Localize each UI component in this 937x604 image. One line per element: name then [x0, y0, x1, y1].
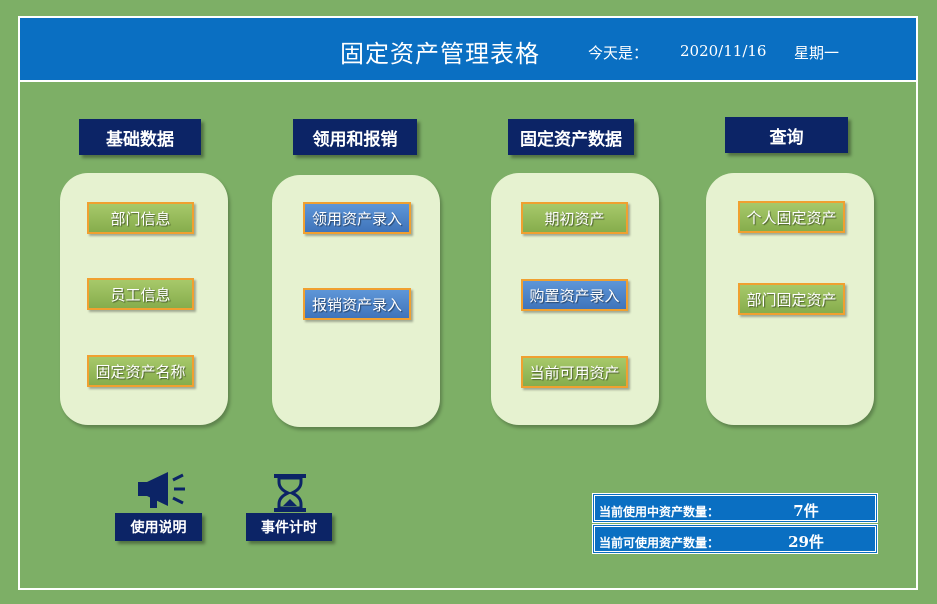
current-date: 2020/11/16	[680, 42, 767, 60]
timer-button[interactable]: 事件计时	[246, 513, 332, 541]
section-title-basic-data: 基础数据	[79, 119, 201, 155]
department-info-button[interactable]: 部门信息	[87, 202, 194, 234]
writeoff-entry-button[interactable]: 报销资产录入	[303, 288, 411, 320]
section-title-requisition: 领用和报销	[293, 119, 417, 155]
megaphone-icon[interactable]	[136, 470, 188, 510]
in-use-count-row: 当前使用中资产数量： 7件	[592, 493, 878, 523]
asset-name-button[interactable]: 固定资产名称	[87, 355, 194, 387]
in-use-count-value: 7件	[793, 502, 819, 520]
available-assets-button[interactable]: 当前可用资产	[521, 356, 628, 388]
header-bar: 固定资产管理表格 今天是： 2020/11/16 星期一	[20, 18, 916, 82]
available-count-label: 当前可使用资产数量：	[599, 536, 720, 550]
asset-stats-panel: 当前使用中资产数量： 7件 当前可使用资产数量： 29件	[592, 493, 878, 554]
department-assets-button[interactable]: 部门固定资产	[738, 283, 845, 315]
manual-button[interactable]: 使用说明	[115, 513, 202, 541]
page-title: 固定资产管理表格	[340, 40, 540, 68]
purchase-entry-button[interactable]: 购置资产录入	[521, 279, 628, 311]
page-frame	[18, 16, 918, 590]
in-use-count-label: 当前使用中资产数量：	[599, 505, 720, 519]
requisition-entry-button[interactable]: 领用资产录入	[303, 202, 411, 234]
current-weekday: 星期一	[794, 44, 840, 62]
available-count-value: 29件	[788, 533, 824, 551]
personal-assets-button[interactable]: 个人固定资产	[738, 201, 845, 233]
employee-info-button[interactable]: 员工信息	[87, 278, 194, 310]
opening-assets-button[interactable]: 期初资产	[521, 202, 628, 234]
section-title-query: 查询	[725, 117, 848, 153]
section-title-asset-data: 固定资产数据	[508, 119, 634, 155]
today-label: 今天是：	[588, 44, 649, 62]
hourglass-icon[interactable]	[271, 473, 309, 513]
available-count-row: 当前可使用资产数量： 29件	[592, 524, 878, 554]
